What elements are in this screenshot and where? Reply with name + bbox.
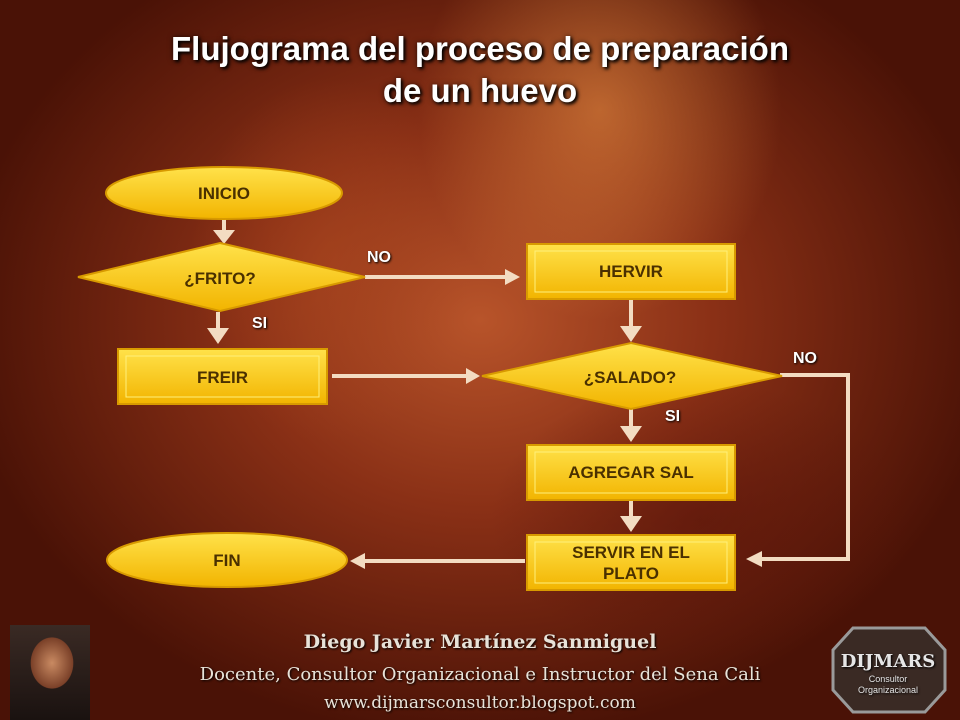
node-agregar-sal-label: AGREGAR SAL xyxy=(568,462,694,482)
node-fin-shape xyxy=(106,532,348,588)
arrowhead xyxy=(350,553,365,569)
logo-line-1: Consultor xyxy=(868,674,908,684)
node-salado-shape xyxy=(481,341,783,411)
arrowhead xyxy=(505,269,520,285)
arrowhead xyxy=(207,328,229,344)
dijmars-logo xyxy=(831,626,947,714)
arrowhead xyxy=(620,516,642,532)
arrowhead xyxy=(213,230,235,244)
connectors xyxy=(216,218,850,563)
node-freir-label: FREIR xyxy=(197,367,248,387)
logo-brand: DIJMARS xyxy=(840,651,936,672)
title-line-1: Flujograma del proceso de preparación xyxy=(171,30,789,67)
arrowhead xyxy=(746,551,762,567)
node-frito-shape xyxy=(77,241,366,313)
edge-salado-si-label: SI xyxy=(665,408,681,425)
node-servir-label-line-2: PLATO xyxy=(602,564,660,583)
arrowhead xyxy=(466,368,480,384)
author-name: Diego Javier Martínez Sanmiguel xyxy=(303,631,657,653)
edge-salado-no-label: NO xyxy=(793,350,817,367)
arrowhead xyxy=(620,426,642,442)
node-agregar-sal-shape xyxy=(526,444,736,501)
node-hervir-label: HERVIR xyxy=(599,261,663,281)
logo-shield xyxy=(831,626,947,714)
arrowhead xyxy=(620,326,642,342)
node-servir-bevel xyxy=(534,541,728,584)
author-website: www.dijmarsconsultor.blogspot.com xyxy=(324,693,636,713)
node-inicio-shape xyxy=(105,166,343,220)
node-inicio-label: INICIO xyxy=(198,183,250,203)
author-role: Docente, Consultor Organizacional e Inst… xyxy=(199,664,761,685)
logo-line-2: Organizacional xyxy=(857,685,919,695)
node-agregar-sal-bevel xyxy=(534,451,728,494)
node-fin-label: FIN xyxy=(213,550,241,570)
edge-frito-no-label: NO xyxy=(367,249,391,266)
edge-frito-si-label: SI xyxy=(252,315,268,332)
node-hervir-shape xyxy=(526,243,736,300)
node-hervir-bevel xyxy=(534,250,728,293)
node-salado-label: ¿SALADO? xyxy=(583,367,677,387)
page-title: Flujograma del proceso de preparación de… xyxy=(0,28,960,112)
node-freir-shape xyxy=(117,348,328,405)
arrow-salado-no-servir xyxy=(760,373,850,561)
node-freir-bevel xyxy=(125,355,320,398)
arrowheads xyxy=(207,230,762,569)
title-line-2: de un huevo xyxy=(382,72,578,109)
node-servir-label-line-1: SERVIR EN EL xyxy=(572,543,690,562)
node-frito-label: ¿FRITO? xyxy=(184,268,256,288)
node-servir-shape xyxy=(526,534,736,591)
author-photo xyxy=(10,625,90,720)
node-servir-label: SERVIR EN EL PLATO xyxy=(527,540,735,586)
